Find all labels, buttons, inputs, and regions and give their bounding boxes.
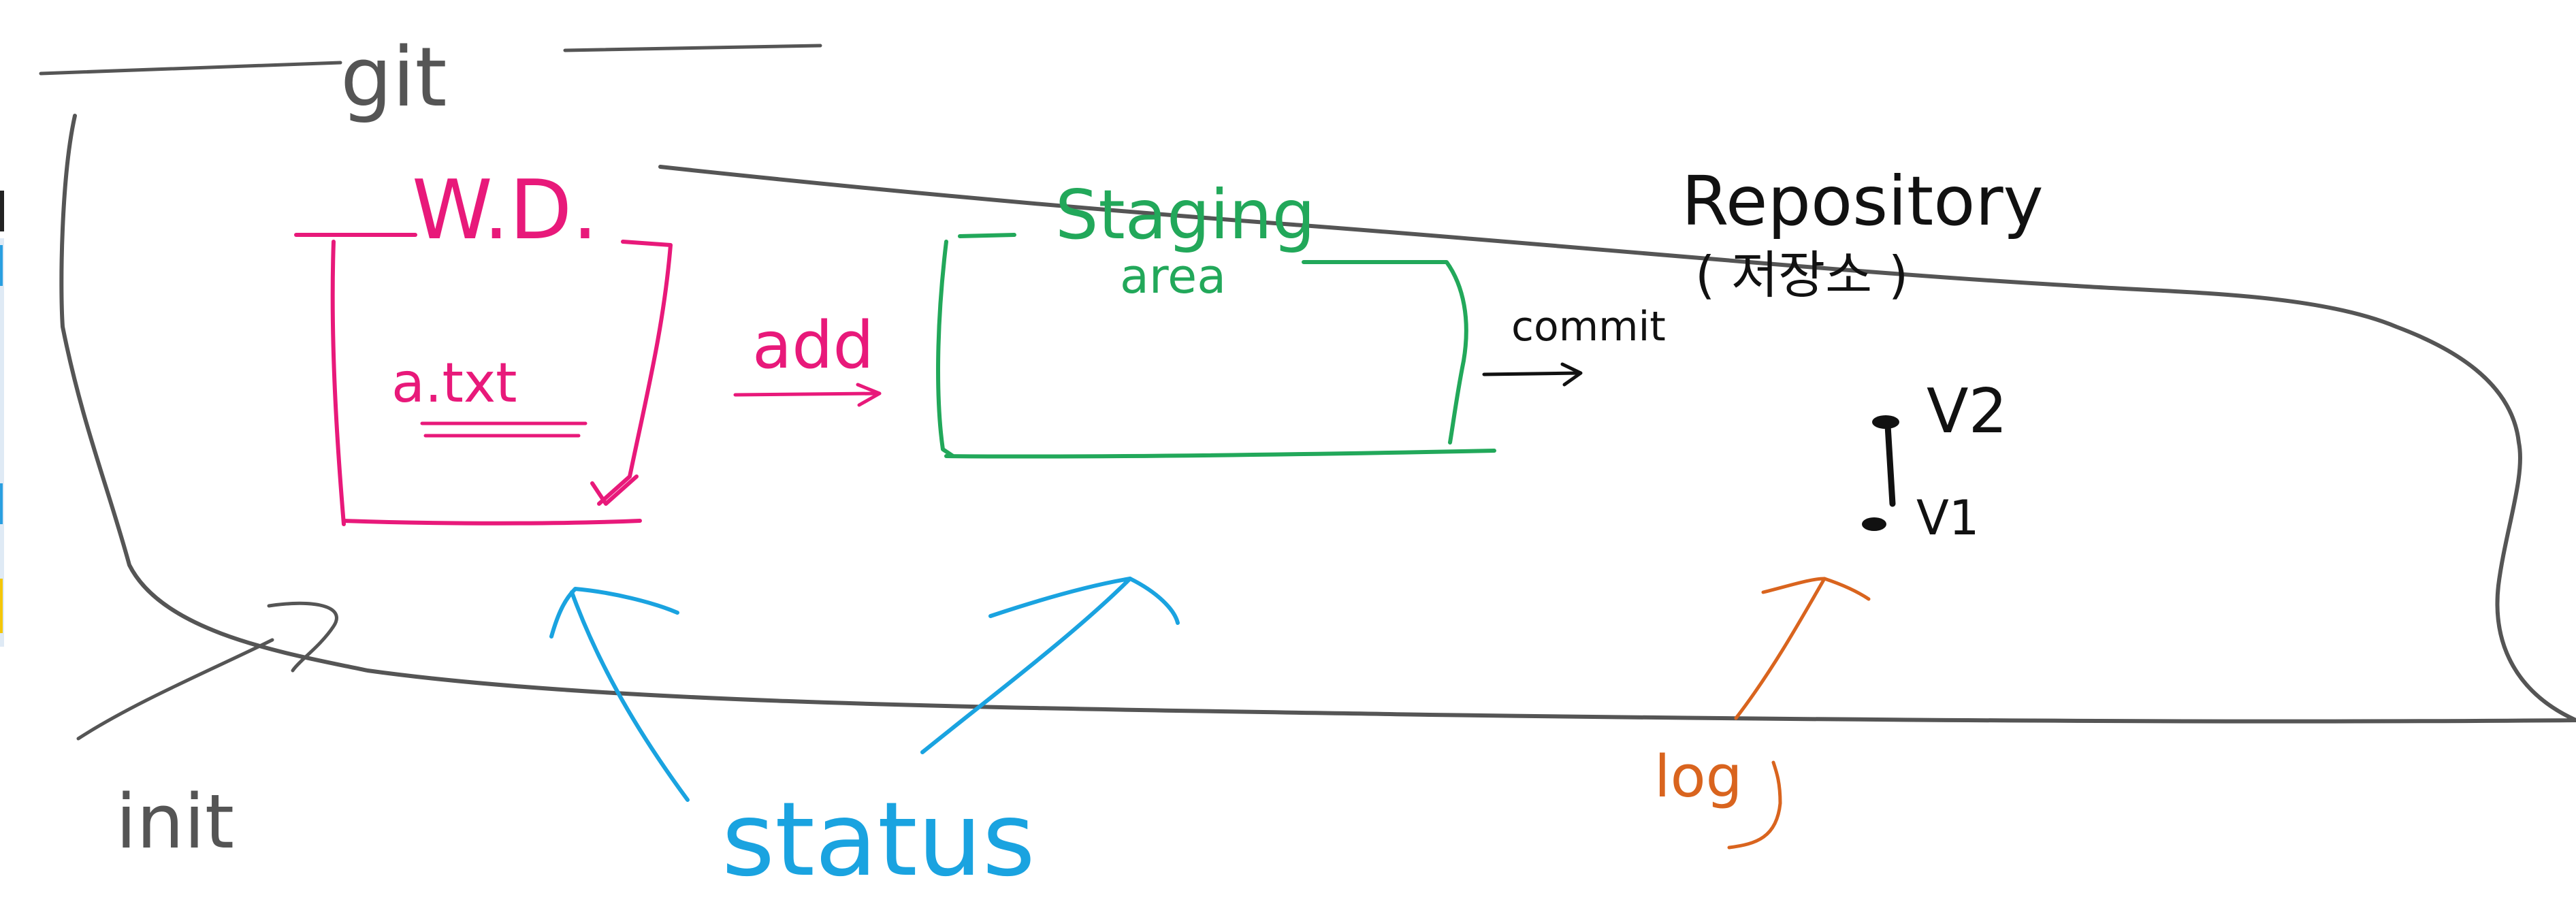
commit-dot-v2 [1872, 415, 1899, 429]
left-edge-artifact [0, 191, 4, 647]
status-label: status [722, 781, 1035, 899]
status-arrows [549, 577, 1180, 802]
add-label: add [752, 308, 874, 383]
diagram-title: git [340, 31, 447, 125]
status-arrow-to-staging [920, 577, 1132, 754]
version-v2-label: V2 [1927, 376, 2008, 447]
staging-label-line2: area [1120, 248, 1226, 304]
init-label: init [116, 778, 234, 865]
repository-sublabel: ( 저장소 ) [1695, 245, 1908, 305]
staging-label-line1: Staging [1055, 175, 1315, 255]
log-arrow [1727, 577, 1871, 850]
file-underline [420, 421, 587, 438]
file-label: a.txt [391, 351, 517, 415]
working-dir-box [294, 233, 673, 526]
commit-history [1862, 415, 1899, 531]
commit-dot-v1 [1862, 517, 1886, 531]
repository-label: Repository [1681, 161, 2044, 241]
log-label: log [1654, 743, 1743, 811]
add-arrow [733, 383, 882, 407]
git-outline [59, 114, 2576, 724]
status-arrow-to-working-dir [570, 590, 690, 802]
working-dir-label: W.D. [412, 163, 598, 258]
commit-link [1884, 422, 1896, 507]
title-underlines [39, 44, 822, 76]
staging-area-box [936, 233, 1496, 459]
version-v1-label: V1 [1916, 490, 1979, 546]
commit-label: commit [1511, 303, 1666, 351]
init-arrow [76, 601, 338, 741]
commit-arrow [1482, 362, 1583, 387]
